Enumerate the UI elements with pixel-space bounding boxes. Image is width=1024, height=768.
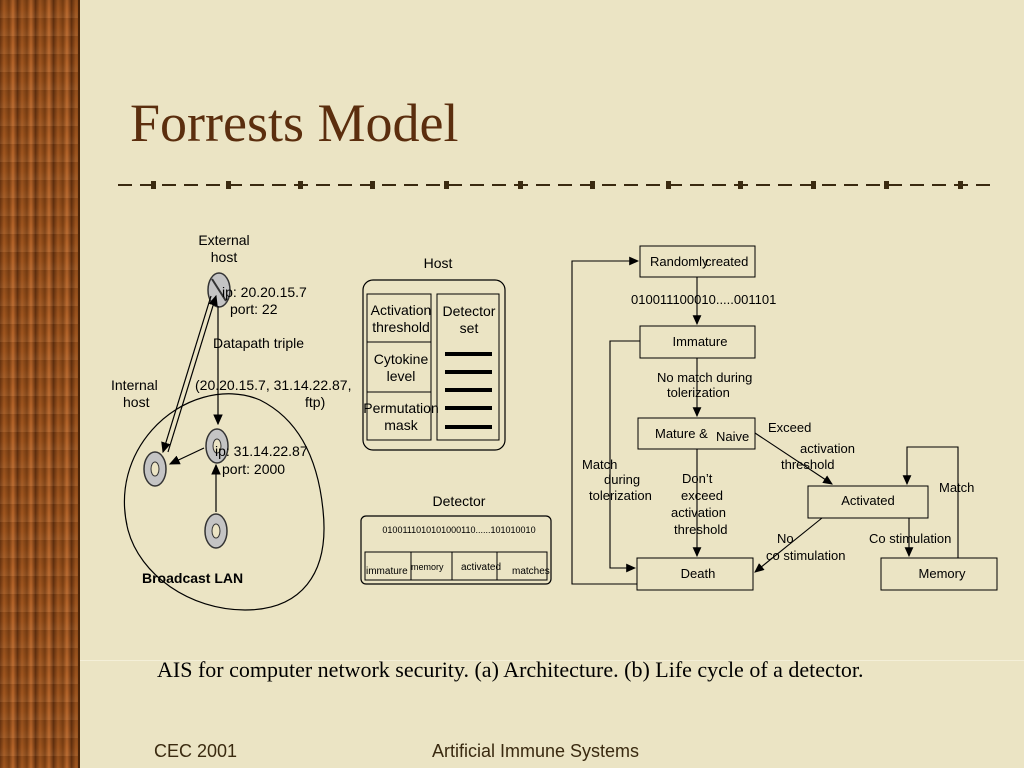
svg-text:Mature &: Mature & <box>655 426 708 441</box>
footer-conference: CEC 2001 <box>154 741 238 761</box>
svg-text:ftp): ftp) <box>305 394 325 410</box>
caption-rule <box>80 660 1024 661</box>
svg-text:co stimulation: co stimulation <box>766 548 845 563</box>
svg-text:Memory: Memory <box>919 566 966 581</box>
activation-threshold-field: Activation <box>371 302 432 318</box>
datapath-triple: (20.20.15.7, 31.14.22.87, <box>195 377 351 393</box>
permutation-mask-field: Permutation <box>363 400 438 416</box>
lan-node <box>204 513 228 549</box>
svg-text:activation: activation <box>671 505 726 520</box>
field-matches: matches <box>512 566 550 577</box>
architecture-panel: External host ip: 20.20.15.7 port: 22 Da… <box>111 232 552 611</box>
field-memory: memory <box>411 562 444 572</box>
state-mature-naive <box>637 417 756 450</box>
field-activated: activated <box>461 562 501 573</box>
host-label: Host <box>424 255 453 271</box>
svg-text:threshold: threshold <box>674 522 727 537</box>
title-divider <box>118 181 993 189</box>
svg-text:mask: mask <box>384 417 418 433</box>
state-randomly-created <box>639 245 756 278</box>
external-host-label: External <box>198 232 249 248</box>
detector-bitstring: 0100111010101000110......101010010 <box>382 525 535 535</box>
svg-text:tolerization: tolerization <box>589 488 652 503</box>
internal-host-label: Internal <box>111 377 158 393</box>
label-no-costimulation: No <box>777 531 794 546</box>
svg-text:Randomly: Randomly <box>650 254 709 269</box>
cytokine-level-field: Cytokine <box>374 351 429 367</box>
label-match-tolerization: Match <box>582 457 617 472</box>
port-external: port: 22 <box>230 301 278 317</box>
state-immature <box>639 325 756 359</box>
datapath-label: Datapath triple <box>213 335 304 351</box>
broadcast-lan-label: Broadcast LAN <box>142 570 243 586</box>
figure-caption: AIS for computer network security. (a) A… <box>157 657 864 682</box>
server-node <box>205 428 229 464</box>
svg-text:created: created <box>705 254 748 269</box>
svg-text:during: during <box>604 472 640 487</box>
forrest-model-diagram: External host ip: 20.20.15.7 port: 22 Da… <box>111 232 998 611</box>
svg-text:threshold: threshold <box>372 319 430 335</box>
state-activated <box>807 485 929 519</box>
lifecycle-bitstring: 010011100010.....001101 <box>631 292 776 307</box>
state-memory <box>880 557 998 591</box>
svg-text:set: set <box>460 320 479 336</box>
host-box <box>362 279 506 451</box>
svg-text:exceed: exceed <box>681 488 723 503</box>
label-exceed-threshold: Exceed <box>768 420 811 435</box>
svg-text:host: host <box>211 249 238 265</box>
detector-label: Detector <box>433 493 486 509</box>
svg-text:Activated: Activated <box>841 493 894 508</box>
ip-internal: ip: 31.14.22.87 <box>215 443 308 459</box>
ip-external: ip: 20.20.15.7 <box>222 284 307 300</box>
svg-text:Naive: Naive <box>716 429 749 444</box>
internal-host-node <box>143 451 167 487</box>
svg-text:activation: activation <box>800 441 855 456</box>
detector-set-bars <box>445 352 492 429</box>
svg-text:tolerization: tolerization <box>667 385 730 400</box>
slide-title: Forrests Model <box>130 93 459 153</box>
footer-topic: Artificial Immune Systems <box>432 741 640 761</box>
svg-text:Death: Death <box>681 566 716 581</box>
port-internal: port: 2000 <box>222 461 285 477</box>
svg-text:host: host <box>123 394 150 410</box>
svg-text:Immature: Immature <box>673 334 728 349</box>
lifecycle-panel: Randomly created 010011100010.....001101… <box>571 245 998 591</box>
detector-set-field: Detector <box>443 303 496 319</box>
detector-box <box>360 515 552 585</box>
label-match: Match <box>939 480 974 495</box>
label-no-match-tolerization: No match during <box>657 370 752 385</box>
svg-text:threshold: threshold <box>781 457 834 472</box>
lan-boundary <box>123 393 325 611</box>
state-death <box>636 557 754 591</box>
field-immature: immature <box>366 566 408 577</box>
svg-text:level: level <box>387 368 416 384</box>
decorative-sidebar <box>0 0 80 768</box>
label-costimulation: Co stimulation <box>869 531 951 546</box>
